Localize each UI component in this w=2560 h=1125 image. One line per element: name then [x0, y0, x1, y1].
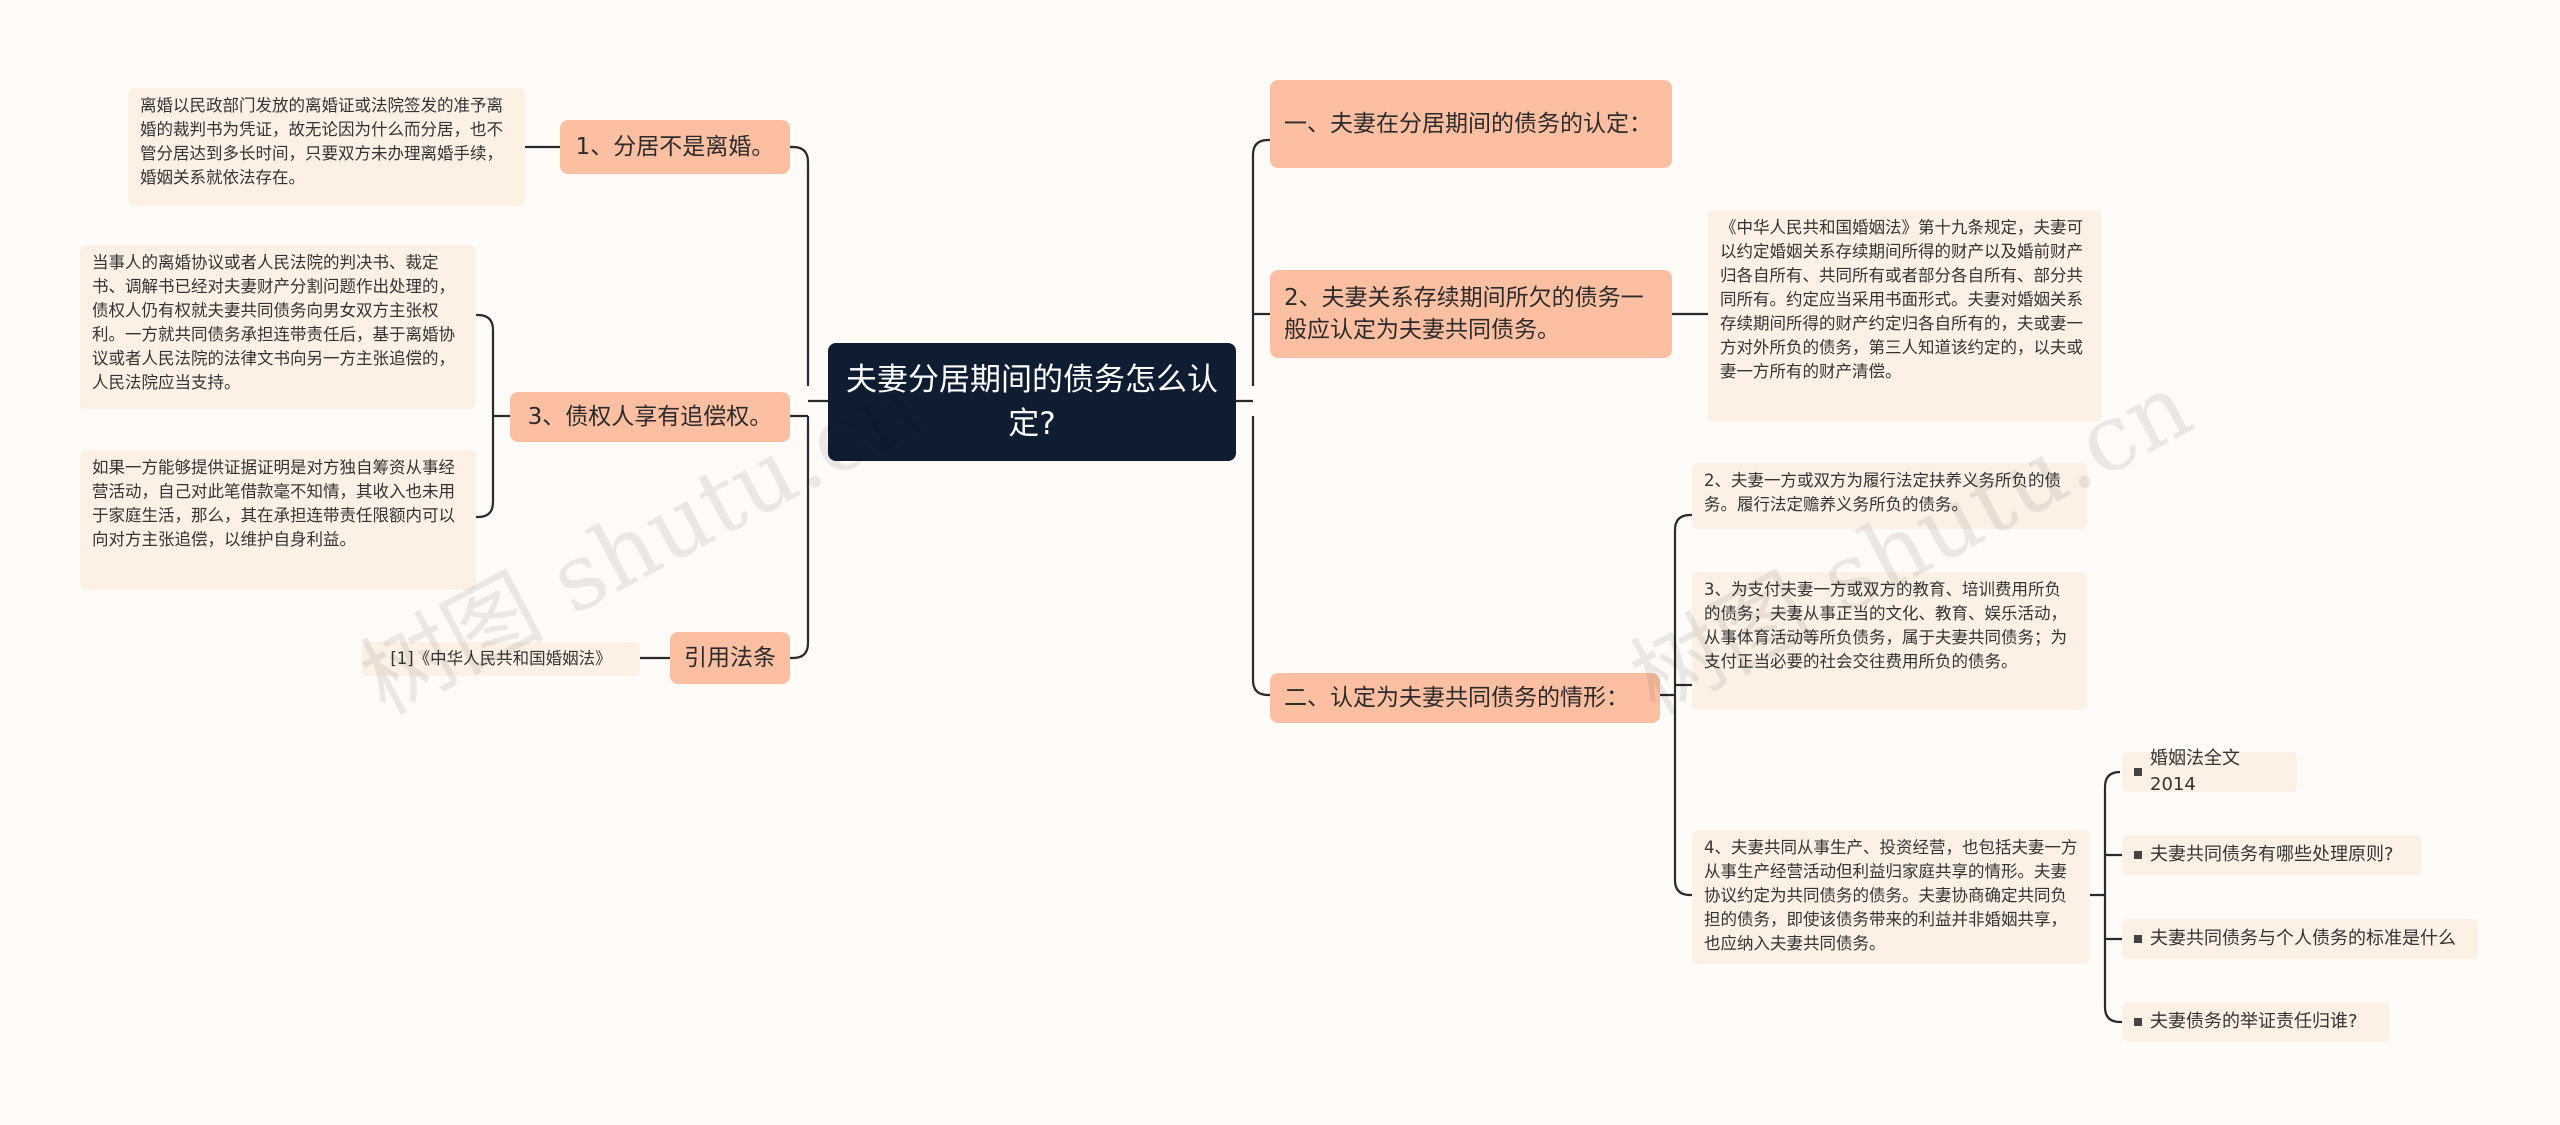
- bullet-icon: [2134, 935, 2142, 943]
- detail-text: 当事人的离婚协议或者人民法院的判决书、裁定书、调解书已经对夫妻财产分割问题作出处…: [92, 253, 455, 392]
- branch-label: 一、夫妻在分居期间的债务的认定：: [1284, 111, 1652, 137]
- bullet-icon: [2134, 851, 2142, 859]
- detail-creditor-recourse-1[interactable]: 当事人的离婚协议或者人民法院的判决书、裁定书、调解书已经对夫妻财产分割问题作出处…: [80, 245, 476, 409]
- connector-b3-spine: [476, 313, 510, 519]
- branch-label: 引用法条: [684, 645, 776, 671]
- connector-right-spine: [1251, 138, 1270, 697]
- detail-separation-not-divorce[interactable]: 离婚以民政部门发放的离婚证或法院签发的准予离婚的裁判书为凭证，故无论因为什么而分…: [128, 88, 525, 206]
- case-support-obligation[interactable]: 2、夫妻一方或双方为履行法定扶养义务所负的债务。履行法定赡养义务所负的债务。: [1692, 463, 2087, 529]
- detail-text: 《中华人民共和国婚姻法》第十九条规定，夫妻可以约定婚姻关系存续期间所得的财产以及…: [1720, 218, 2083, 381]
- branch-label: 2、夫妻关系存续期间所欠的债务一般应认定为夫妻共同债务。: [1284, 285, 1644, 343]
- related-link-3[interactable]: 夫妻共同债务与个人债务的标准是什么: [2122, 919, 2478, 959]
- root-topic-text: 夫妻分居期间的债务怎么认定?: [846, 362, 1218, 442]
- root-topic[interactable]: 夫妻分居期间的债务怎么认定?: [828, 343, 1236, 461]
- reference-text: [1]《中华人民共和国婚姻法》: [390, 649, 612, 668]
- case-joint-business[interactable]: 4、夫妻共同从事生产、投资经营，也包括夫妻一方从事生产经营活动但利益归家庭共享的…: [1692, 830, 2090, 964]
- detail-creditor-recourse-2[interactable]: 如果一方能够提供证据证明是对方独自筹资从事经营活动，自己对此笔借款毫不知情，其收…: [80, 450, 476, 590]
- branch-creditor-recourse[interactable]: 3、债权人享有追偿权。: [510, 392, 790, 442]
- related-link-4[interactable]: 夫妻债务的举证责任归谁?: [2122, 1002, 2390, 1042]
- branch-separation-not-divorce[interactable]: 1、分居不是离婚。: [560, 120, 790, 174]
- case-text: 3、为支付夫妻一方或双方的教育、培训费用所负的债务；夫妻从事正当的文化、教育、娱…: [1704, 580, 2067, 671]
- branch-cited-law[interactable]: 引用法条: [670, 632, 790, 684]
- related-link-text: 婚姻法全文2014: [2150, 748, 2240, 795]
- connector-r3-spine: [1660, 513, 1692, 897]
- case-text: 4、夫妻共同从事生产、投资经营，也包括夫妻一方从事生产经营活动但利益归家庭共享的…: [1704, 838, 2078, 953]
- case-education-expenses[interactable]: 3、为支付夫妻一方或双方的教育、培训费用所负的债务；夫妻从事正当的文化、教育、娱…: [1692, 572, 2087, 710]
- connector-item4-spine: [2090, 770, 2122, 1024]
- detail-text: 离婚以民政部门发放的离婚证或法院签发的准予离婚的裁判书为凭证，故无论因为什么而分…: [140, 96, 503, 187]
- detail-text: 如果一方能够提供证据证明是对方独自筹资从事经营活动，自己对此笔借款毫不知情，其收…: [92, 458, 455, 549]
- branch-marriage-debts-joint[interactable]: 2、夫妻关系存续期间所欠的债务一般应认定为夫妻共同债务。: [1270, 270, 1672, 358]
- branch-debt-recognition-heading[interactable]: 一、夫妻在分居期间的债务的认定：: [1270, 80, 1672, 168]
- branch-label: 二、认定为夫妻共同债务的情形：: [1284, 685, 1629, 711]
- cited-law-reference[interactable]: [1]《中华人民共和国婚姻法》: [362, 642, 640, 676]
- bullet-icon: [2134, 1018, 2142, 1026]
- related-link-text: 夫妻债务的举证责任归谁?: [2150, 1011, 2358, 1032]
- case-text: 2、夫妻一方或双方为履行法定扶养义务所负的债务。履行法定赡养义务所负的债务。: [1704, 471, 2061, 514]
- related-link-text: 夫妻共同债务与个人债务的标准是什么: [2150, 928, 2456, 949]
- bullet-icon: [2134, 768, 2142, 776]
- branch-joint-debt-cases[interactable]: 二、认定为夫妻共同债务的情形：: [1270, 673, 1660, 723]
- branch-label: 1、分居不是离婚。: [575, 134, 775, 160]
- branch-label: 3、债权人享有追偿权。: [527, 404, 773, 430]
- related-link-1[interactable]: 婚姻法全文2014: [2122, 748, 2297, 795]
- detail-marriage-law-article-19[interactable]: 《中华人民共和国婚姻法》第十九条规定，夫妻可以约定婚姻关系存续期间所得的财产以及…: [1708, 210, 2102, 422]
- related-link-2[interactable]: 夫妻共同债务有哪些处理原则?: [2122, 835, 2422, 875]
- related-link-text: 夫妻共同债务有哪些处理原则?: [2150, 844, 2394, 865]
- connector-left-spine: [790, 145, 810, 660]
